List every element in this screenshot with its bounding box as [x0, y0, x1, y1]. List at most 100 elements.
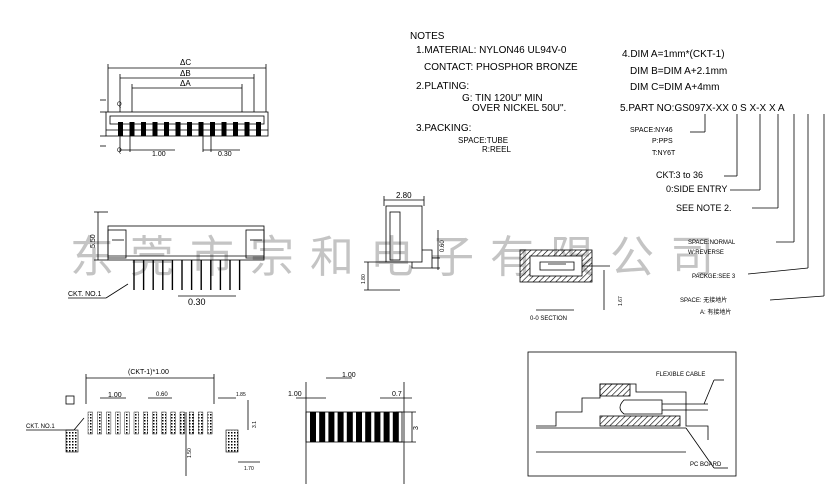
fpc-finger: [356, 412, 362, 442]
callout-side-entry: 0:SIDE ENTRY: [666, 184, 727, 194]
note-plating: 2.PLATING:: [416, 81, 469, 92]
note-dim-a: 4.DIM A=1mm*(CKT-1): [622, 49, 725, 60]
pcb-pad-label: 0.60: [156, 392, 168, 398]
top-pin: [221, 122, 227, 136]
pcb-pad: [87, 411, 93, 435]
callout-pps: P:PPS: [652, 138, 673, 145]
top-pin: [210, 122, 215, 136]
pcb-pad: [133, 411, 139, 435]
pcb-pads: [87, 411, 213, 435]
section-view: [519, 249, 610, 311]
pcb-layout: [26, 374, 260, 476]
note-packing: 3.PACKING:: [416, 123, 471, 134]
pcb-h2-label: 1.50: [187, 448, 193, 458]
note-packing-tube: SPACE:TUBE: [458, 136, 508, 145]
note-packing-reel: R:REEL: [482, 145, 511, 154]
fpc-fingers: [310, 412, 399, 442]
assembly-view: [527, 351, 737, 477]
pcb-pad: [179, 411, 185, 435]
pcb-edge-label: 1.85: [236, 392, 246, 398]
pcb-ckt-label: CKT. NO.1: [26, 424, 55, 430]
pcb-pad: [161, 411, 167, 435]
watermark-text: 东莞市宗和电子有限公司: [70, 233, 730, 282]
top-pin-width-label: 0.30: [218, 151, 232, 158]
top-pin: [164, 122, 169, 136]
front-pin-width-label: 0.30: [188, 297, 206, 307]
callout-packge: PACKGE:SEE 3: [692, 274, 736, 280]
callout-lock: A: 有接地片: [700, 308, 731, 316]
pcb-edge-b-label: 1.70: [244, 466, 254, 472]
callout-see-note2: SEE NOTE 2.: [676, 203, 732, 213]
callout-ny46: SPACE:NY46: [630, 127, 673, 134]
callout-ckt: CKT:3 to 36: [656, 170, 703, 180]
pcb-pad: [124, 411, 130, 435]
pcb-span-label: (CKT-1)*1.00: [128, 369, 169, 376]
top-pin: [187, 122, 192, 136]
front-view: [68, 211, 265, 299]
pcb-h1-label: 3.1: [252, 421, 258, 428]
fpc-d2-label: 1.00: [342, 372, 356, 379]
fpc-h-label: 3: [413, 426, 420, 430]
pcb-pitch-label: 1.00: [108, 392, 122, 399]
front-height-label: 5.50: [90, 234, 97, 248]
pcb-pad: [207, 411, 213, 435]
pcb-pad: [152, 411, 158, 435]
assembly-board-label: PC BOARD: [690, 462, 722, 468]
pcb-pad: [142, 411, 148, 435]
pcb-pad: [188, 411, 194, 435]
side-lead-label: 1.80: [361, 274, 367, 284]
top-pin: [141, 122, 146, 136]
note-part-no: 5.PART NO:GS097X-XX 0 S X-X X A: [620, 103, 785, 114]
top-pin: [152, 122, 158, 136]
fpc-finger: [337, 412, 344, 442]
side-width-label: 2.80: [396, 191, 412, 200]
fpc-d3-label: 0.7: [392, 391, 402, 398]
top-pin: [198, 122, 204, 136]
dim-a-label: ΔA: [180, 79, 191, 88]
fpc-layout: [296, 377, 416, 484]
top-pin: [256, 122, 261, 136]
pcb-pad: [96, 411, 102, 435]
top-pin: [175, 122, 181, 136]
callout-reverse: W:REVERSE: [688, 250, 724, 256]
top-pin: [233, 122, 238, 136]
fpc-finger: [310, 412, 316, 442]
section-mark-top: Q: [117, 102, 122, 108]
note-plating-ni: OVER NICKEL 50U".: [472, 103, 566, 114]
side-view: [364, 196, 440, 291]
pcb-pad: [198, 411, 204, 435]
note-plating-g: G: TIN 120U" MIN: [462, 93, 543, 104]
top-view: [100, 64, 269, 152]
callout-normal: SPACE:NORMAL: [688, 240, 736, 246]
pcb-lock-pad-right: [225, 429, 239, 453]
fpc-finger: [374, 412, 381, 442]
top-pitch-label: 1.00: [152, 151, 166, 158]
callout-no-lock: SPACE: 无接地片: [680, 296, 727, 304]
note-dim-b: DIM B=DIM A+2.1mm: [630, 66, 727, 77]
dim-c-label: ΔC: [180, 58, 191, 67]
pcb-lock-pad-left: [65, 429, 79, 453]
notes-block: NOTES 1.MATERIAL: NYLON46 UL94V-0 CONTAC…: [410, 31, 785, 154]
fpc-finger: [319, 412, 326, 442]
fpc-finger: [328, 412, 335, 442]
top-pin: [129, 122, 135, 136]
note-contact: CONTACT: PHOSPHOR BRONZE: [424, 62, 578, 73]
top-pin: [118, 122, 123, 136]
callout-ny6t: T:NY6T: [652, 150, 676, 157]
assembly-cable-label: FLEXIBLE CABLE: [656, 372, 705, 378]
fpc-finger: [392, 412, 399, 442]
pcb-pad: [170, 411, 176, 435]
part-callouts: SPACE:NY46 P:PPS T:NY6T CKT:3 to 36 0:SI…: [630, 127, 736, 316]
front-ckt-label: CKT. NO.1: [68, 291, 102, 298]
fpc-finger: [365, 412, 372, 442]
side-height-label: 0.60: [440, 240, 446, 252]
fpc-d1-label: 1.00: [288, 391, 302, 398]
section-label: 0-0 SECTION: [530, 316, 567, 322]
fpc-finger: [383, 412, 390, 442]
pcb-pad: [115, 411, 121, 435]
note-dim-c: DIM C=DIM A+4mm: [630, 82, 719, 93]
dim-b-label: ΔB: [180, 69, 191, 78]
notes-title: NOTES: [410, 31, 445, 42]
note-material: 1.MATERIAL: NYLON46 UL94V-0: [416, 45, 567, 56]
pcb-pad: [106, 411, 112, 435]
